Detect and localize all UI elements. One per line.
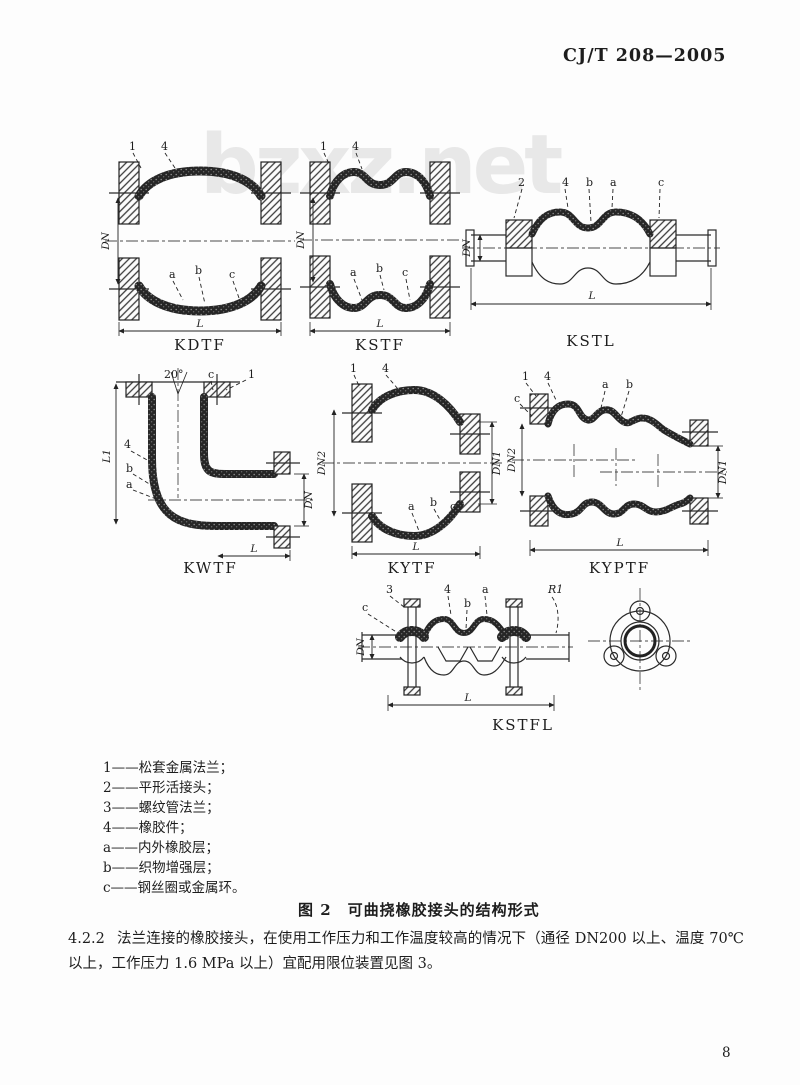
kstfl-label-b: b — [464, 597, 471, 610]
kstl-label-2: 2 — [518, 176, 525, 189]
diagram-kyptf: 1 4 c a b DN2 DN1 L — [506, 370, 729, 556]
figure-caption: 图 2 可曲挠橡胶接头的结构形式 — [298, 901, 540, 919]
diagram-kdtf: 1 4 a b c DN L — [100, 140, 295, 336]
kytf-dim-l: L — [412, 541, 420, 553]
diagram-kstf: 1 4 a b c DN L — [295, 140, 460, 336]
kdtf-label-4: 4 — [161, 140, 168, 153]
kwtf-label-angle: 20° — [164, 368, 184, 381]
kstfl-label-a: a — [482, 583, 489, 596]
kyptf-label-b: b — [626, 378, 633, 391]
kwtf-label-1: 1 — [248, 368, 255, 381]
kstl-label-a: a — [610, 176, 617, 189]
kyptf-label-1: 1 — [522, 370, 529, 383]
kdtf-dim-dn: DN — [100, 231, 112, 250]
kstl-dim-dn: DN — [461, 238, 473, 257]
diagram-kytf: 1 4 a b c DN2 DN1 L — [316, 362, 503, 559]
kwtf-label-4: 4 — [124, 438, 131, 451]
caption-kstf: KSTF — [355, 336, 405, 354]
kdtf-label-a: a — [169, 268, 176, 281]
kwtf-label-b: b — [126, 462, 133, 475]
kstfl-dim-l: L — [464, 692, 472, 704]
caption-kstfl: KSTFL — [492, 716, 554, 734]
diagram-kstl: 2 4 b a c DN L — [461, 176, 720, 310]
legend-item: a——内外橡胶层； — [103, 840, 220, 856]
kytf-dim-dn2: DN2 — [316, 451, 328, 477]
kstfl-label-r1: R1 — [547, 583, 563, 596]
clause-number: 4.2.2 — [68, 931, 105, 947]
kstfl-label-3: 3 — [386, 583, 393, 596]
kwtf-dim-l1: L1 — [101, 449, 113, 464]
kstf-dim-l: L — [376, 318, 384, 330]
kstf-dim-dn: DN — [295, 230, 307, 249]
legend-item: 1——松套金属法兰； — [103, 760, 234, 776]
kstl-label-4: 4 — [562, 176, 569, 189]
kytf-label-c: c — [450, 500, 456, 513]
legend-item: 2——平形活接头； — [103, 780, 220, 796]
kyptf-label-4: 4 — [544, 370, 551, 383]
diagram-kstfl: 3 c 4 b a R1 DN L — [355, 583, 573, 711]
legend-item: c——钢丝圈或金属环。 — [103, 880, 246, 896]
kwtf-label-c: c — [208, 368, 214, 381]
legend-item: b——织物增强层； — [103, 860, 220, 876]
page-number: 8 — [722, 1045, 731, 1061]
caption-kyptf: KYPTF — [588, 559, 651, 577]
diagram-kwtf: 20° c 1 4 b a L1 DN L — [101, 368, 315, 561]
kyptf-label-c: c — [514, 392, 520, 405]
caption-kwtf: KWTF — [183, 559, 238, 577]
kytf-dim-dn1: DN1 — [491, 451, 503, 476]
kytf-label-b: b — [430, 496, 437, 509]
kyptf-dim-dn2: DN2 — [506, 448, 518, 474]
caption-kytf: KYTF — [387, 559, 437, 577]
kwtf-dim-dn: DN — [303, 490, 315, 509]
kdtf-label-1: 1 — [129, 140, 136, 153]
legend-item: 3——螺纹管法兰； — [103, 800, 220, 816]
legend-item: 4——橡胶件； — [103, 820, 193, 836]
kwtf-dim-l: L — [250, 543, 258, 555]
kdtf-dim-l: L — [196, 318, 204, 330]
kstl-dim-l: L — [588, 290, 596, 302]
kstf-label-a: a — [350, 266, 357, 279]
kytf-label-a: a — [408, 500, 415, 513]
kstl-label-b: b — [586, 176, 593, 189]
kyptf-dim-l: L — [616, 537, 624, 549]
kstl-label-c: c — [658, 176, 664, 189]
standard-code: CJ/T 208—2005 — [563, 46, 727, 66]
kdtf-label-b: b — [195, 264, 202, 277]
kwtf-label-a: a — [126, 478, 133, 491]
kstfl-label-c: c — [362, 601, 368, 614]
caption-kdtf: KDTF — [174, 336, 226, 354]
kstf-label-b: b — [376, 262, 383, 275]
flange-end-view — [588, 588, 693, 693]
kdtf-label-c: c — [229, 268, 235, 281]
kstfl-dim-dn: DN — [355, 637, 367, 656]
kytf-label-4: 4 — [382, 362, 389, 375]
clause-text: 法兰连接的橡胶接头，在使用工作压力和工作温度较高的情况下（通径 DN200 以上… — [68, 931, 744, 972]
kytf-label-1: 1 — [350, 362, 357, 375]
kstf-label-1: 1 — [320, 140, 327, 153]
kyptf-label-a: a — [602, 378, 609, 391]
legend-list: 1——松套金属法兰； 2——平形活接头； 3——螺纹管法兰； 4——橡胶件； a… — [103, 758, 246, 898]
kstfl-label-4: 4 — [444, 583, 451, 596]
kstf-label-c: c — [402, 266, 408, 279]
caption-kstl: KSTL — [566, 332, 616, 350]
kyptf-dim-dn1: DN1 — [717, 460, 729, 485]
kstf-label-4: 4 — [352, 140, 359, 153]
